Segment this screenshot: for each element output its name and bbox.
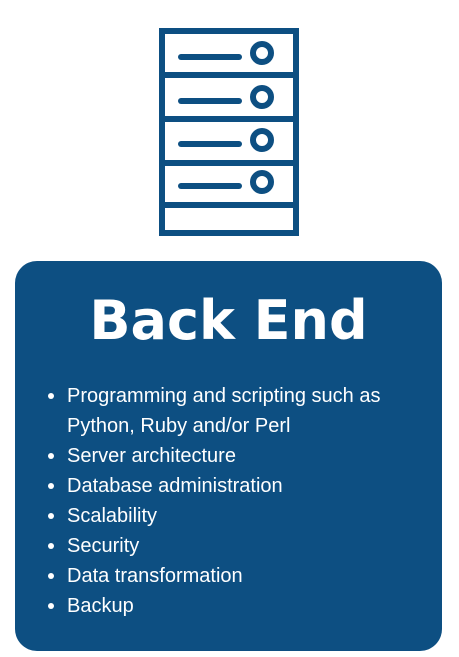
list-item-text: Backup: [67, 595, 134, 617]
list-item-text: Scalability: [67, 505, 158, 527]
bullet-icon: [48, 603, 54, 609]
list-item: Backup: [46, 591, 416, 621]
list-item-text: Programming and scripting such as Python…: [67, 385, 381, 437]
list-item-text: Data transformation: [67, 565, 243, 587]
skill-list: Programming and scripting such as Python…: [46, 381, 416, 621]
server-rack-icon: [159, 28, 299, 236]
list-item: Programming and scripting such as Python…: [46, 381, 416, 441]
bullet-icon: [48, 393, 54, 399]
back-end-card: Back End Programming and scripting such …: [15, 261, 442, 651]
list-item: Scalability: [46, 501, 416, 531]
card-title: Back End: [89, 289, 368, 352]
bullet-icon: [48, 453, 54, 459]
list-item: Data transformation: [46, 561, 416, 591]
bullet-icon: [48, 483, 54, 489]
bullet-icon: [48, 543, 54, 549]
bullet-icon: [48, 573, 54, 579]
bullet-icon: [48, 513, 54, 519]
list-item: Security: [46, 531, 416, 561]
list-item: Database administration: [46, 471, 416, 501]
list-item-text: Security: [67, 535, 140, 557]
list-item-text: Database administration: [67, 475, 283, 497]
list-item: Server architecture: [46, 441, 416, 471]
list-item-text: Server architecture: [67, 445, 236, 467]
